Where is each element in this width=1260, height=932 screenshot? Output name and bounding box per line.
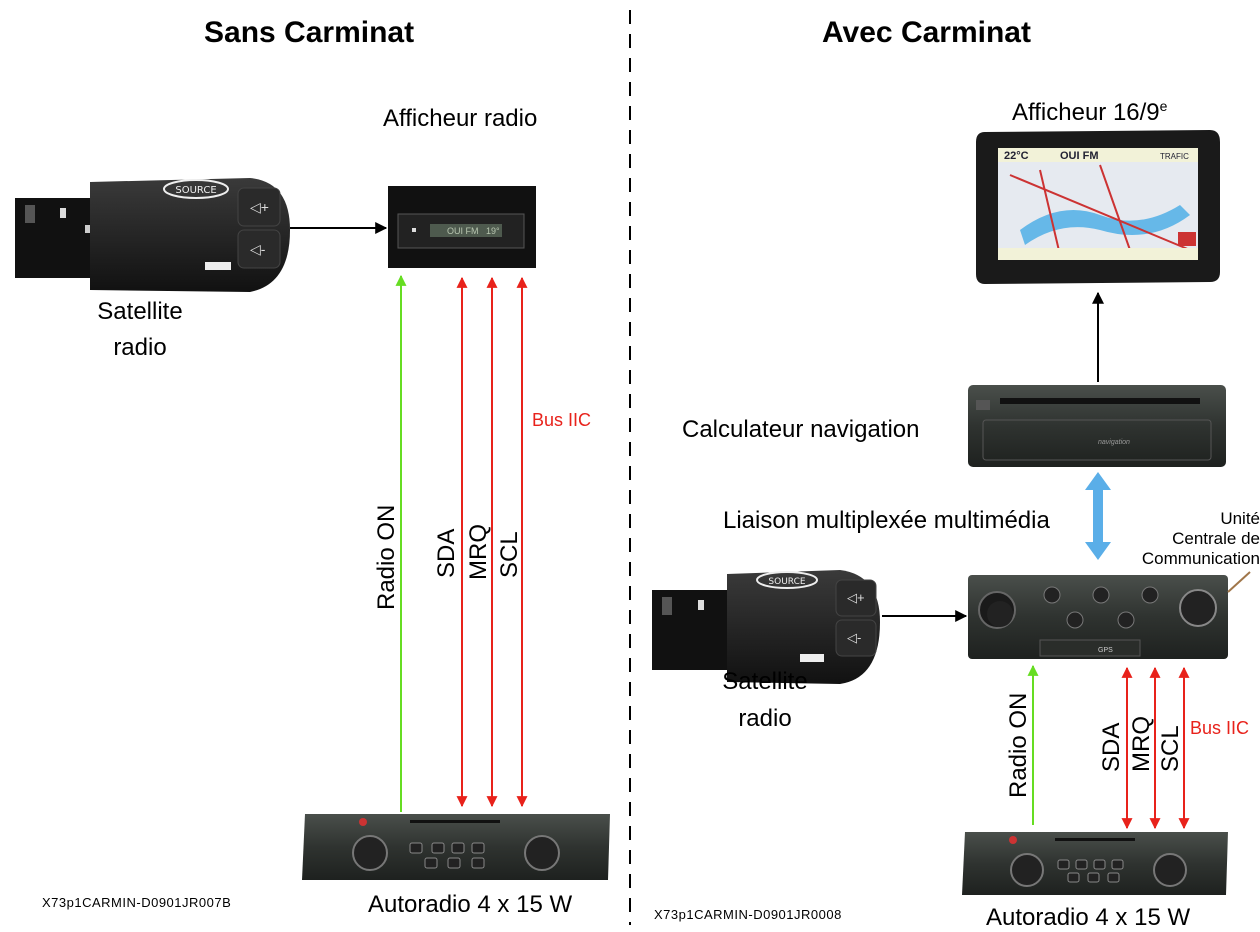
svg-text:22°C: 22°C: [1004, 150, 1029, 162]
right-radio-on-label: Radio ON: [1005, 692, 1032, 798]
right-ref-code: X73p1CARMIN-D0901JR0008: [654, 907, 842, 922]
svg-text:navigation: navigation: [1098, 439, 1130, 446]
satellite-radio-right: SOURCE ◁+ ◁-: [652, 570, 880, 684]
left-radio-on-label: Radio ON: [373, 504, 400, 610]
left-display-label: Afficheur radio: [383, 105, 538, 132]
left-sda-label: SDA: [433, 528, 460, 578]
left-scl-label: SCL: [496, 531, 523, 578]
right-display-label-sup: e: [1159, 98, 1168, 114]
svg-text:◁+: ◁+: [250, 199, 269, 215]
right-scl-label: SCL: [1157, 725, 1184, 772]
ucc-label-line-2: Centrale de: [1172, 529, 1260, 548]
right-bus-label: Bus IIC: [1190, 718, 1250, 738]
widescreen-display: 22°C OUI FM TRAFIC: [976, 130, 1220, 284]
right-satellite-label-1: Satellite: [722, 668, 808, 695]
right-autoradio-label: Autoradio 4 x 15 W: [986, 904, 1191, 931]
right-display-label-text: Afficheur 16/9: [1012, 99, 1160, 126]
satellite-radio-left: SOURCE ◁+ ◁-: [15, 178, 290, 292]
multimedia-link-arrow: [1085, 472, 1111, 560]
left-title: Sans Carminat: [204, 16, 415, 49]
svg-text:19°: 19°: [486, 226, 500, 236]
right-title: Avec Carminat: [822, 16, 1031, 49]
radio-display-left: OUI FM 19°: [388, 186, 536, 268]
svg-text:◁+: ◁+: [847, 590, 865, 605]
left-autoradio-label: Autoradio 4 x 15 W: [368, 891, 573, 918]
right-mrq-label: MRQ: [1128, 716, 1155, 772]
right-nav-label: Calculateur navigation: [682, 416, 920, 443]
right-display-label: Afficheur 16/9e: [1012, 98, 1167, 127]
svg-text:SOURCE: SOURCE: [175, 185, 216, 196]
right-sda-label: SDA: [1098, 722, 1125, 772]
left-bus-label: Bus IIC: [532, 410, 592, 430]
left-satellite-label-1: Satellite: [97, 298, 183, 325]
svg-text:OUI FM: OUI FM: [447, 226, 479, 236]
svg-text:◁-: ◁-: [847, 630, 861, 645]
ucc-unit: GPS: [968, 575, 1228, 659]
left-ref-code: X73p1CARMIN-D0901JR007B: [42, 895, 232, 910]
svg-text:OUI FM: OUI FM: [1060, 150, 1099, 162]
svg-text:◁-: ◁-: [250, 241, 266, 257]
right-satellite-label-2: radio: [738, 705, 792, 732]
left-satellite-label-2: radio: [113, 334, 167, 361]
svg-text:TRAFIC: TRAFIC: [1160, 152, 1189, 161]
svg-text:GPS: GPS: [1098, 647, 1113, 654]
ucc-label-pointer: [1227, 571, 1251, 593]
right-link-label: Liaison multiplexée multimédia: [723, 507, 1050, 534]
nav-computer: navigation: [968, 385, 1226, 467]
ucc-label: Unité Centrale de Communication: [1110, 509, 1260, 569]
ucc-label-line-3: Communication: [1141, 549, 1260, 568]
svg-text:SOURCE: SOURCE: [768, 577, 805, 587]
left-mrq-label: MRQ: [465, 524, 492, 580]
autoradio-left: [302, 814, 610, 880]
ucc-label-line-1: Unité: [1220, 509, 1260, 528]
autoradio-right: [962, 832, 1228, 895]
